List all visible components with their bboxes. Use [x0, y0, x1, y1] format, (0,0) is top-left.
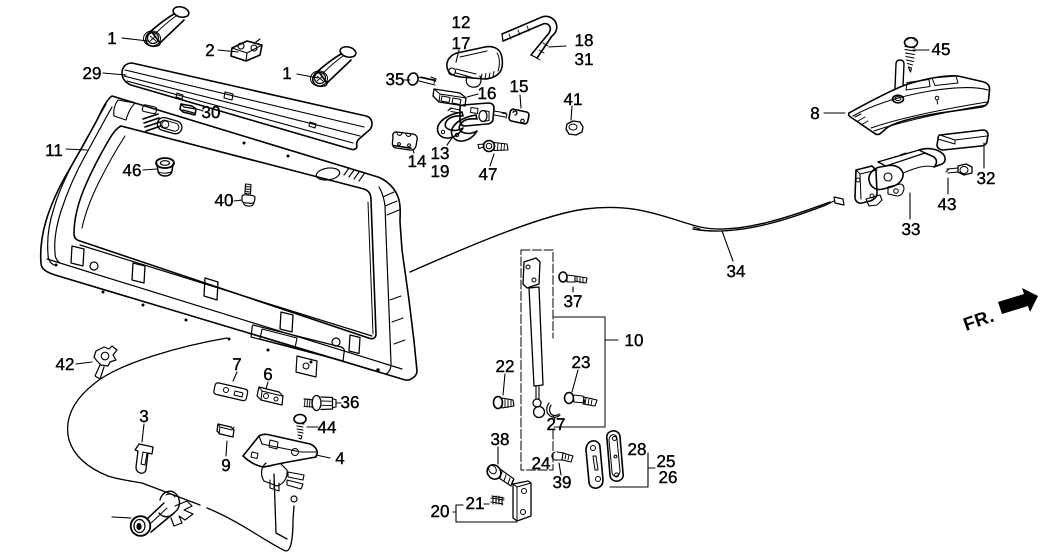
svg-text:16: 16	[478, 84, 497, 103]
svg-text:37: 37	[564, 292, 583, 311]
svg-text:15: 15	[510, 77, 529, 96]
svg-text:20: 20	[431, 502, 450, 521]
svg-text:12: 12	[452, 13, 471, 32]
svg-text:26: 26	[659, 468, 678, 487]
svg-text:21: 21	[466, 494, 485, 513]
svg-text:24: 24	[532, 454, 551, 473]
svg-text:30: 30	[202, 103, 221, 122]
svg-text:4: 4	[335, 449, 344, 468]
svg-text:9: 9	[221, 456, 230, 475]
svg-text:7: 7	[232, 355, 241, 374]
svg-text:38: 38	[491, 430, 510, 449]
svg-text:23: 23	[572, 353, 591, 372]
svg-text:31: 31	[575, 50, 594, 69]
svg-text:39: 39	[553, 473, 572, 492]
svg-text:19: 19	[431, 162, 450, 181]
svg-text:32: 32	[977, 169, 996, 188]
svg-text:34: 34	[727, 262, 746, 281]
svg-text:43: 43	[938, 195, 957, 214]
svg-text:35: 35	[386, 70, 405, 89]
svg-text:45: 45	[932, 40, 951, 59]
svg-text:11: 11	[45, 141, 63, 160]
svg-text:47: 47	[479, 165, 498, 184]
svg-text:33: 33	[902, 220, 921, 239]
svg-text:46: 46	[123, 161, 142, 180]
svg-text:3: 3	[139, 407, 148, 426]
svg-text:27: 27	[547, 415, 566, 434]
svg-text:25: 25	[657, 452, 676, 471]
svg-text:41: 41	[564, 90, 583, 109]
svg-text:18: 18	[575, 31, 594, 50]
svg-text:6: 6	[263, 365, 272, 384]
svg-text:1: 1	[282, 64, 291, 83]
svg-text:42: 42	[56, 355, 75, 374]
svg-text:28: 28	[628, 440, 647, 459]
svg-text:10: 10	[625, 331, 644, 350]
svg-text:FR.: FR.	[960, 305, 996, 335]
svg-text:29: 29	[83, 64, 102, 83]
svg-text:14: 14	[408, 152, 427, 171]
svg-text:13: 13	[431, 144, 450, 163]
svg-text:8: 8	[810, 104, 819, 123]
svg-text:2: 2	[205, 41, 214, 60]
svg-text:44: 44	[318, 418, 337, 437]
svg-text:40: 40	[215, 191, 234, 210]
svg-text:36: 36	[341, 393, 360, 412]
svg-text:1: 1	[107, 29, 116, 48]
svg-text:22: 22	[496, 357, 515, 376]
svg-text:17: 17	[452, 34, 471, 53]
